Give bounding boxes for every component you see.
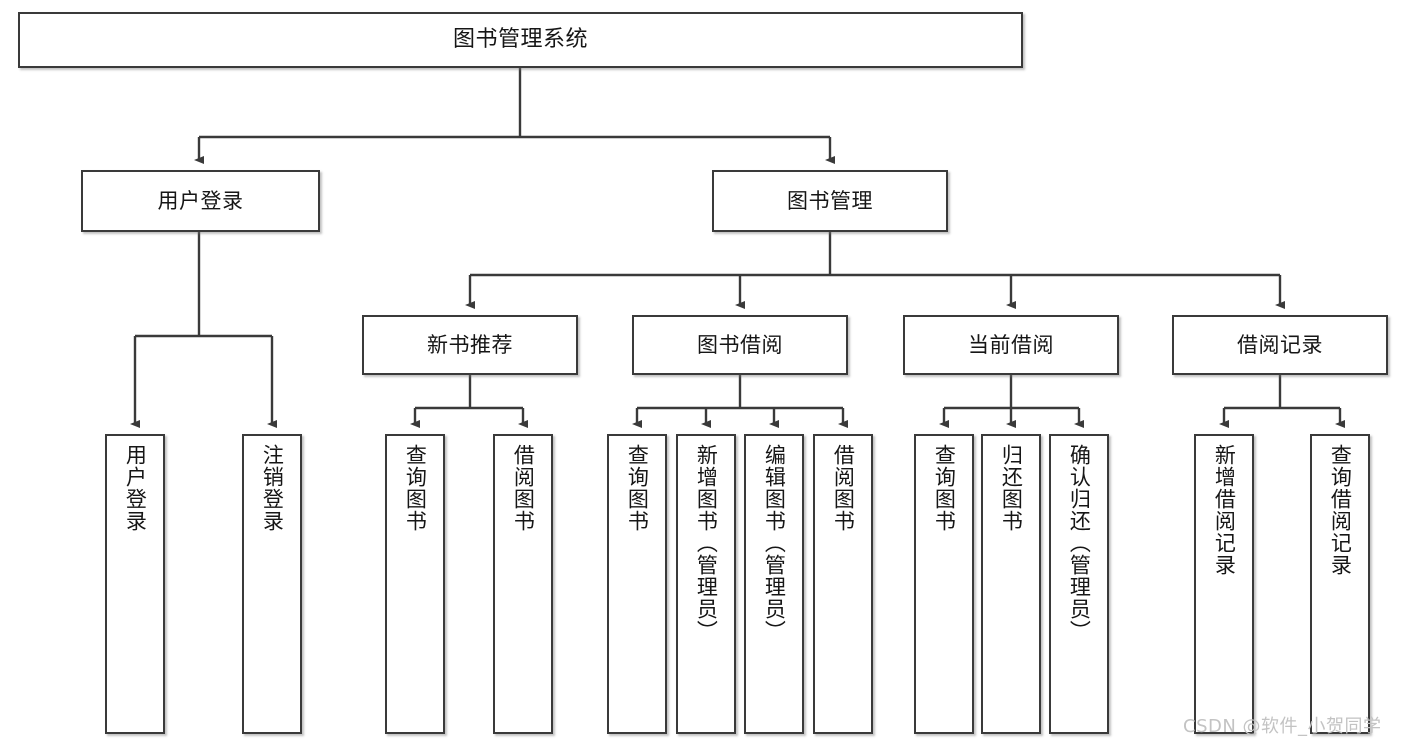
leaf-book-borrow-borrow[interactable]: 借阅图书 <box>813 434 873 734</box>
node-root-system[interactable]: 图书管理系统 <box>18 12 1023 68</box>
leaf-book-borrow-edit[interactable]: 编辑图书（管理员） <box>744 434 804 734</box>
node-label: 用户登录 <box>157 188 244 213</box>
leaf-new-book-query[interactable]: 查询图书 <box>385 434 445 734</box>
node-label: 当前借阅 <box>968 332 1054 357</box>
leaf-borrow-record-query[interactable]: 查询借阅记录 <box>1310 434 1370 734</box>
leaf-user-login-login[interactable]: 用户登录 <box>105 434 165 734</box>
node-label: 注销登录 <box>260 444 285 532</box>
node-label: 查询图书 <box>932 444 957 532</box>
leaf-current-borrow-query[interactable]: 查询图书 <box>914 434 974 734</box>
watermark: CSDN @软件_小贺同学 <box>1183 716 1382 737</box>
node-label: 新书推荐 <box>427 332 513 357</box>
leaf-book-borrow-query[interactable]: 查询图书 <box>607 434 667 734</box>
leaf-user-login-logout[interactable]: 注销登录 <box>242 434 302 734</box>
node-borrow-records[interactable]: 借阅记录 <box>1172 315 1388 375</box>
node-label: 图书管理系统 <box>452 27 588 53</box>
node-label: 借阅图书 <box>511 444 536 532</box>
node-label: 借阅图书 <box>831 444 856 532</box>
node-label: 查询图书 <box>403 444 428 532</box>
node-label: 查询借阅记录 <box>1328 444 1353 576</box>
node-user-login[interactable]: 用户登录 <box>81 170 320 232</box>
leaf-current-borrow-return[interactable]: 归还图书 <box>981 434 1041 734</box>
leaf-borrow-record-add[interactable]: 新增借阅记录 <box>1194 434 1254 734</box>
node-label: 查询图书 <box>625 444 650 532</box>
node-label: 借阅记录 <box>1237 332 1323 357</box>
node-book-borrow[interactable]: 图书借阅 <box>632 315 848 375</box>
node-label: 归还图书 <box>999 444 1024 532</box>
node-label: 用户登录 <box>123 444 148 532</box>
node-current-borrow[interactable]: 当前借阅 <box>903 315 1119 375</box>
node-label: 新增借阅记录 <box>1212 444 1237 576</box>
node-label: 图书管理 <box>787 188 873 213</box>
node-label: 确认归还（管理员） <box>1067 444 1092 642</box>
node-label: 图书借阅 <box>697 332 783 357</box>
node-new-book-recommend[interactable]: 新书推荐 <box>362 315 578 375</box>
leaf-new-book-borrow[interactable]: 借阅图书 <box>493 434 553 734</box>
node-label: 编辑图书（管理员） <box>762 444 787 642</box>
node-book-management[interactable]: 图书管理 <box>712 170 948 232</box>
node-label: 新增图书（管理员） <box>694 444 719 642</box>
leaf-book-borrow-add[interactable]: 新增图书（管理员） <box>676 434 736 734</box>
leaf-current-borrow-confirm-return[interactable]: 确认归还（管理员） <box>1049 434 1109 734</box>
